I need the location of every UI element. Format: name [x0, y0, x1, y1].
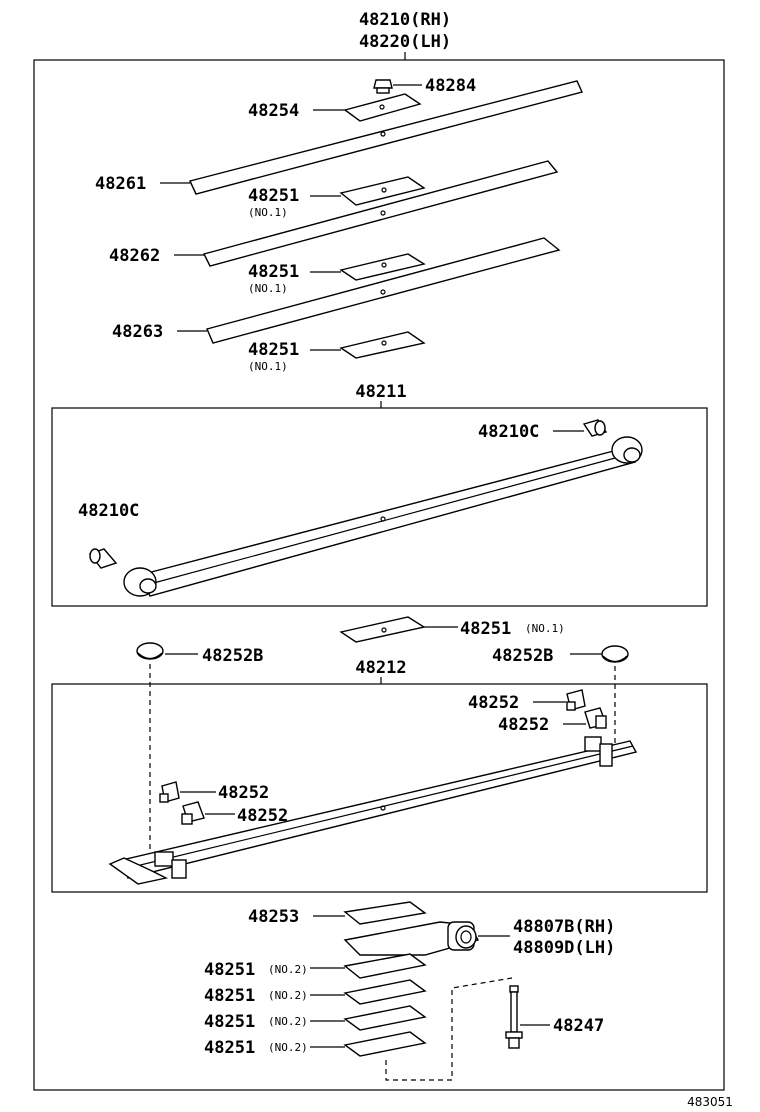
label-48284: 48284	[425, 76, 476, 96]
nut-48284	[373, 79, 393, 94]
label-no2-d: (NO.2)	[268, 1041, 308, 1054]
title-rh: 48210(RH)	[359, 10, 451, 30]
label-48807b: 48807B(RH)	[513, 917, 615, 937]
label-no2-b: (NO.2)	[268, 989, 308, 1002]
label-48251-a: 48251	[248, 186, 299, 206]
label-no1-c: (NO.1)	[248, 360, 288, 373]
label-48251-no2-b: 48251	[204, 986, 255, 1006]
label-no2-c: (NO.2)	[268, 1015, 308, 1028]
pad-48251-no2-d	[343, 1031, 427, 1057]
clip-48252-left-a	[159, 781, 180, 803]
label-no2-a: (NO.2)	[268, 963, 308, 976]
main-leaf-48211	[123, 436, 643, 597]
pad-48251-no2-a	[343, 953, 427, 979]
outer-frame	[33, 59, 725, 1091]
figure-code: 483051	[687, 1095, 733, 1109]
bushing-48210c-right	[582, 419, 608, 437]
label-48252-lb: 48252	[237, 806, 288, 826]
label-48252-ra: 48252	[468, 693, 519, 713]
pad-48251-no2-c	[343, 1005, 427, 1031]
label-48211: 48211	[355, 382, 406, 402]
label-48210c-right: 48210C	[478, 422, 539, 442]
label-48262: 48262	[109, 246, 160, 266]
bolt-48247	[505, 985, 523, 1049]
bushing-48210c-left	[88, 548, 118, 569]
label-no1-b: (NO.1)	[248, 282, 288, 295]
label-48251-no2-d: 48251	[204, 1038, 255, 1058]
label-48251-d: 48251	[460, 619, 511, 639]
clip-48252-left-b	[181, 801, 205, 825]
label-48809d: 48809D(LH)	[513, 938, 615, 958]
label-48252-rb: 48252	[498, 715, 549, 735]
bracket-48807b	[343, 921, 480, 956]
cap-48252b-left	[136, 642, 164, 660]
spacer-48253	[343, 901, 427, 925]
title-lh: 48220(LH)	[359, 32, 451, 52]
label-48251-c: 48251	[248, 340, 299, 360]
label-48252b-right: 48252B	[492, 646, 553, 666]
label-48251-no2-a: 48251	[204, 960, 255, 980]
helper-leaf-48212	[108, 736, 638, 885]
label-48254: 48254	[248, 101, 299, 121]
label-48252-la: 48252	[218, 783, 269, 803]
label-48210c-left: 48210C	[78, 501, 139, 521]
clip-48252-right-a	[566, 689, 586, 711]
box-48211	[51, 407, 708, 607]
label-48251-b: 48251	[248, 262, 299, 282]
cap-48252b-right	[601, 645, 629, 663]
label-48212: 48212	[355, 658, 406, 678]
label-no1-a: (NO.1)	[248, 206, 288, 219]
label-no1-d: (NO.1)	[525, 622, 565, 635]
pad-48251-no2-b	[343, 979, 427, 1005]
clip-48252-right-b	[584, 707, 607, 729]
label-48261: 48261	[95, 174, 146, 194]
pad-48254	[343, 93, 422, 122]
label-48253: 48253	[248, 907, 299, 927]
label-48263: 48263	[112, 322, 163, 342]
label-48247: 48247	[553, 1016, 604, 1036]
box-48212	[51, 683, 708, 893]
label-48252b-left: 48252B	[202, 646, 263, 666]
label-48251-no2-c: 48251	[204, 1012, 255, 1032]
